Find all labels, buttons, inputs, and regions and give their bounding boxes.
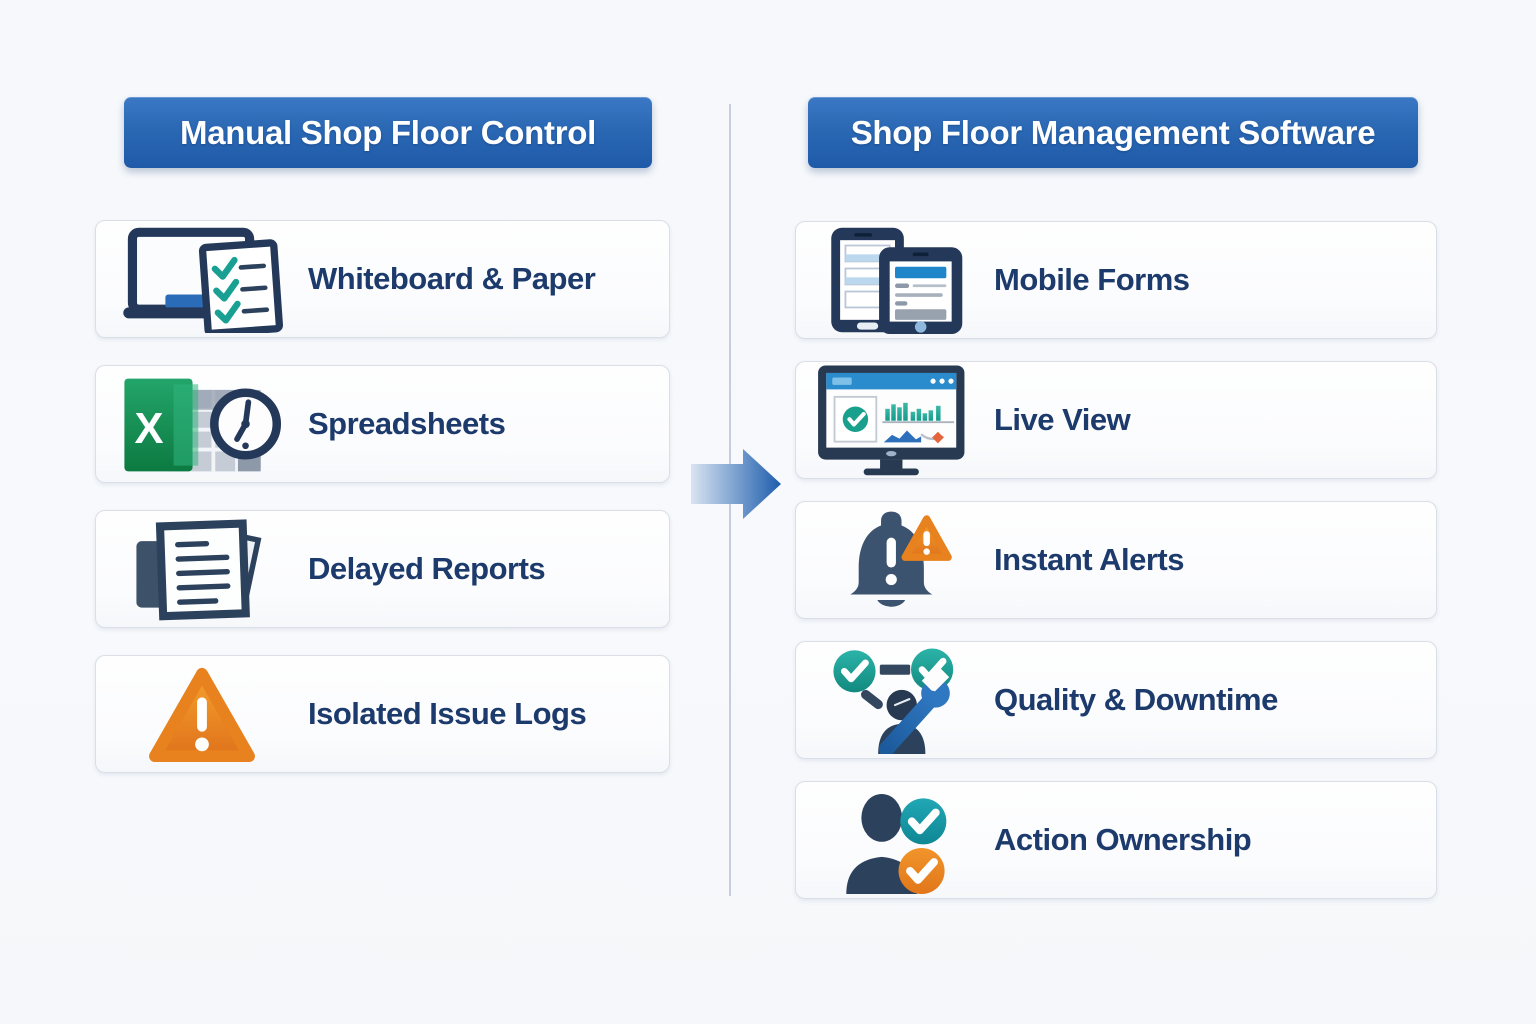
card-label: Whiteboard & Paper [308,261,596,296]
svg-text:X: X [134,405,163,453]
phone-tablet-forms-icon [796,226,994,334]
card-quality-downtime: Quality & Downtime [795,641,1437,759]
bell-alert-icon [796,506,994,614]
right-header-title: Shop Floor Management Software [850,113,1376,151]
card-action-ownership: Action Ownership [795,781,1437,899]
card-isolated-issue-logs: Isolated Issue Logs [95,655,670,773]
card-label: Mobile Forms [994,262,1190,297]
card-spreadsheets: X Spreadsheets [95,365,670,483]
card-whiteboard-paper: Whiteboard & Paper [95,220,670,338]
left-column: Whiteboard & Paper [95,220,670,773]
card-live-view: Live View [795,361,1437,479]
card-instant-alerts: Instant Alerts [795,501,1437,619]
spreadsheet-clock-icon: X [96,371,308,477]
card-mobile-forms: Mobile Forms [795,221,1437,339]
card-label: Live View [994,402,1131,437]
warning-triangle-icon [96,664,308,764]
whiteboard-checklist-icon [96,225,308,333]
right-header-banner: Shop Floor Management Software [808,97,1418,168]
card-label: Spreadsheets [308,406,506,441]
card-label: Quality & Downtime [994,682,1278,717]
card-delayed-reports: Delayed Reports [95,510,670,628]
card-label: Delayed Reports [308,551,546,586]
card-label: Isolated Issue Logs [308,696,587,731]
person-checkmarks-icon [796,786,994,894]
left-header-banner: Manual Shop Floor Control [124,97,652,168]
stacked-documents-icon [96,516,308,622]
card-label: Action Ownership [994,822,1252,857]
arrow-right-icon [689,447,783,521]
right-column: Mobile Forms [795,221,1437,899]
worker-wrench-checks-icon [796,646,994,754]
card-label: Instant Alerts [994,542,1184,577]
dashboard-monitor-icon [796,364,994,476]
left-header-title: Manual Shop Floor Control [180,113,596,151]
